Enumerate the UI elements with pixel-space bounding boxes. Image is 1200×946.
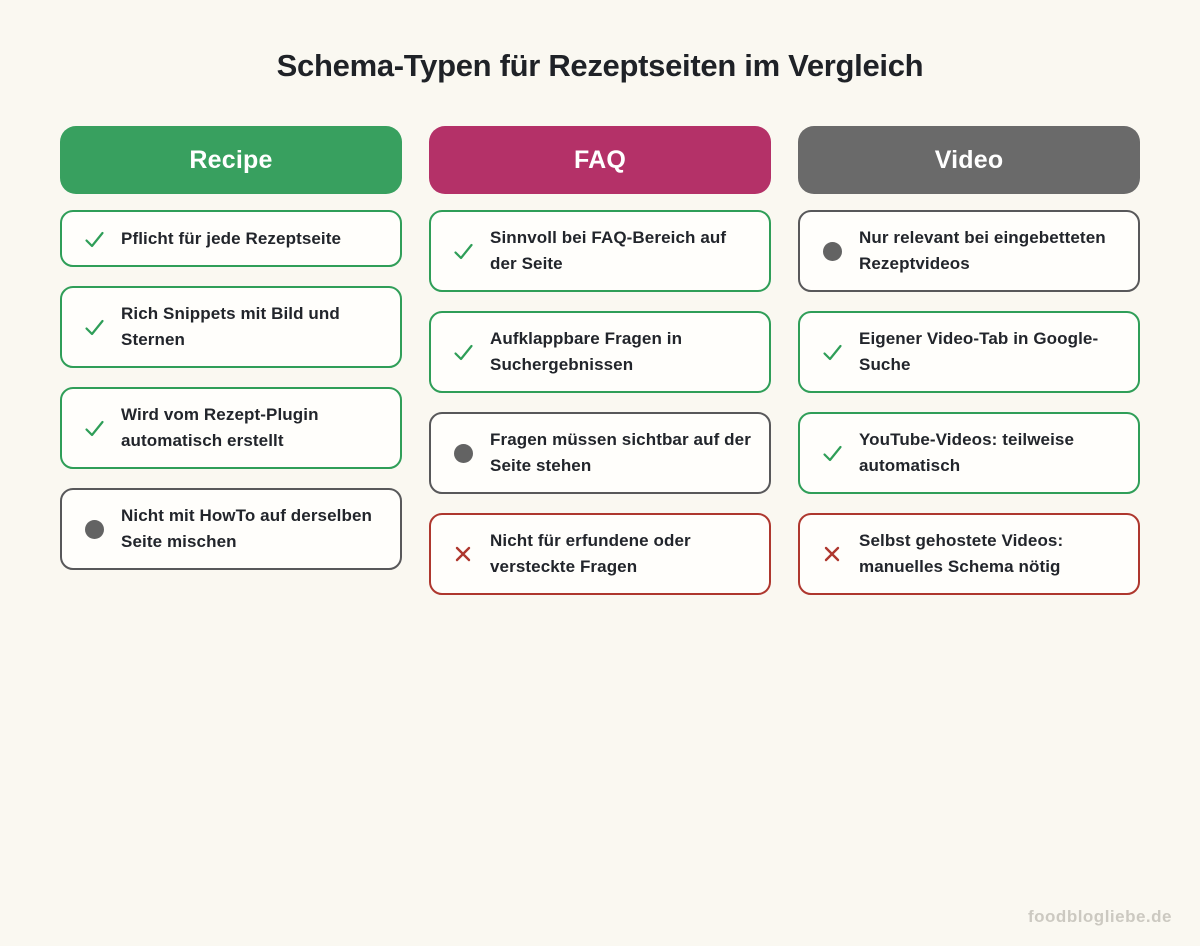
feature-card-text: Pflicht für jede Rezeptseite	[121, 228, 342, 248]
check-icon	[451, 339, 475, 365]
feature-card: Aufklappbare Fragen in Suchergebnissen	[429, 311, 771, 393]
x-icon	[451, 541, 475, 567]
feature-card-text: Nur relevant bei eingebetteten Rezeptvid…	[859, 228, 1106, 273]
feature-card-text: YouTube-Videos: teilweise automatisch	[859, 430, 1075, 475]
column-header-recipe: Recipe	[60, 126, 402, 194]
comparison-grid: Recipe Pflicht für jede Rezeptseite Rich…	[0, 126, 1200, 595]
column-header-video: Video	[798, 126, 1140, 194]
dot-icon	[82, 516, 106, 542]
column-recipe: Recipe Pflicht für jede Rezeptseite Rich…	[60, 126, 402, 570]
feature-card-text: Wird vom Rezept-Plugin automatisch erste…	[121, 405, 319, 450]
check-icon	[820, 339, 844, 365]
page-title: Schema-Typen für Rezeptseiten im Verglei…	[276, 48, 924, 83]
feature-card: Eigener Video-Tab in Google-Suche	[798, 311, 1140, 393]
column-faq: FAQ Sinnvoll bei FAQ-Bereich auf der Sei…	[429, 126, 771, 595]
feature-card: Pflicht für jede Rezeptseite	[60, 210, 402, 267]
feature-card-text: Nicht für erfundene oder versteckte Frag…	[490, 531, 691, 576]
check-icon	[820, 440, 844, 466]
x-icon	[820, 541, 844, 567]
column-header-faq: FAQ	[429, 126, 771, 194]
check-icon	[82, 226, 106, 252]
feature-card: Selbst gehostete Videos: manuelles Schem…	[798, 513, 1140, 595]
dot-icon	[820, 238, 844, 264]
feature-card: Rich Snippets mit Bild und Sternen	[60, 286, 402, 368]
feature-card-text: Eigener Video-Tab in Google-Suche	[859, 329, 1099, 374]
feature-card: Nicht für erfundene oder versteckte Frag…	[429, 513, 771, 595]
check-icon	[82, 314, 106, 340]
feature-card-text: Aufklappbare Fragen in Suchergebnissen	[490, 329, 683, 374]
dot-icon	[451, 440, 475, 466]
feature-card-text: Selbst gehostete Videos: manuelles Schem…	[859, 531, 1064, 576]
feature-card-text: Fragen müssen sichtbar auf der Seite ste…	[490, 430, 751, 475]
column-video: Video Nur relevant bei eingebetteten Rez…	[798, 126, 1140, 595]
feature-card-text: Sinnvoll bei FAQ-Bereich auf der Seite	[490, 228, 727, 273]
feature-card: Nicht mit HowTo auf derselben Seite misc…	[60, 488, 402, 570]
feature-card: Wird vom Rezept-Plugin automatisch erste…	[60, 387, 402, 469]
watermark: foodblogliebe.de	[1028, 907, 1172, 926]
check-icon	[82, 415, 106, 441]
feature-card: Fragen müssen sichtbar auf der Seite ste…	[429, 412, 771, 494]
feature-card: Sinnvoll bei FAQ-Bereich auf der Seite	[429, 210, 771, 292]
feature-card-text: Rich Snippets mit Bild und Sternen	[121, 304, 340, 349]
feature-card: Nur relevant bei eingebetteten Rezeptvid…	[798, 210, 1140, 292]
check-icon	[451, 238, 475, 264]
feature-card: YouTube-Videos: teilweise automatisch	[798, 412, 1140, 494]
feature-card-text: Nicht mit HowTo auf derselben Seite misc…	[121, 506, 372, 551]
